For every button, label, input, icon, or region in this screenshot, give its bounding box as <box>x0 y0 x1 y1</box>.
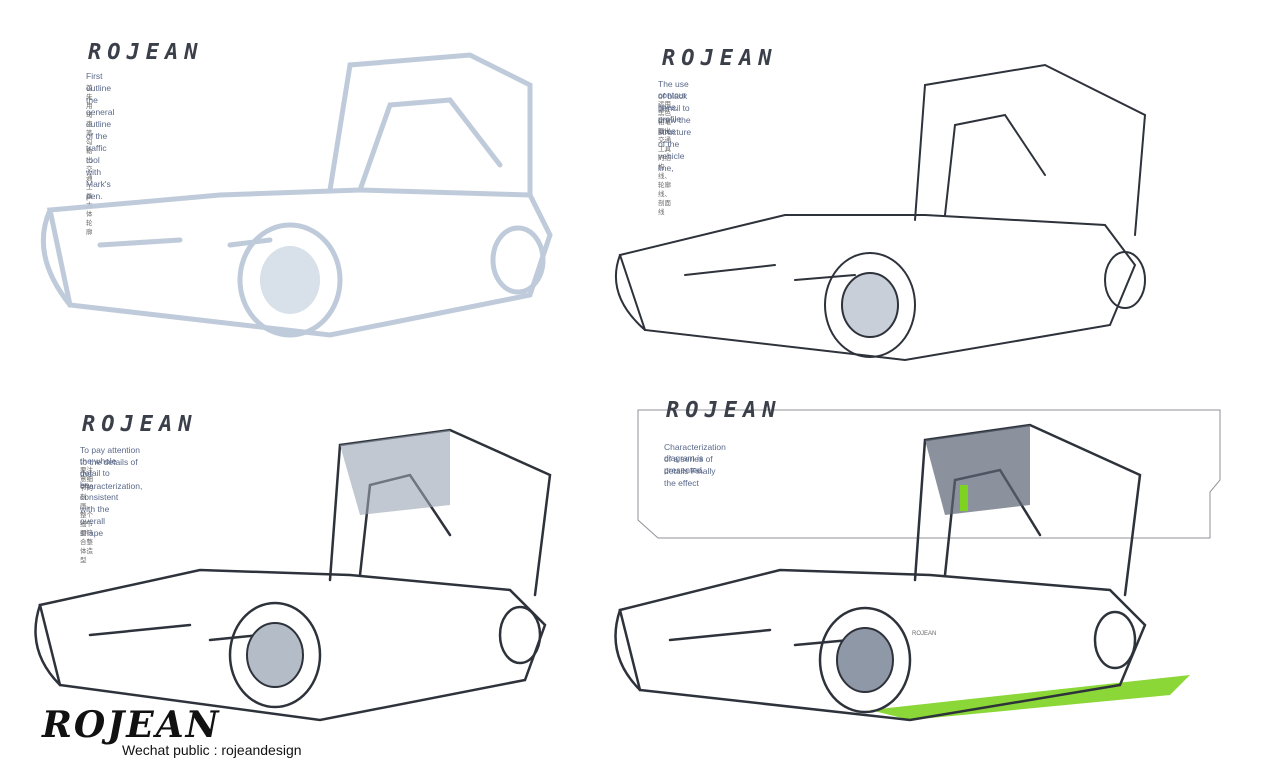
panel-3-caption-line-1: To pay attention to the details of the c… <box>80 445 143 491</box>
panel-4-caption-line-2: diagram is presented. <box>664 453 705 475</box>
sketch-truck-details <box>34 428 552 722</box>
panel-3-caption-cn: 要注意细节的刻画，整个细节要符合整体造型 <box>80 467 93 564</box>
panel-4-logo: ROJEAN <box>666 398 782 423</box>
sketch-truck-lines <box>614 63 1147 362</box>
panel-4-caption-line-1: Characterization of a series of details … <box>664 442 726 488</box>
caption-frame <box>637 409 1221 539</box>
panel-2-caption-line-1: The use of black pencil to draw the stru… <box>658 79 692 173</box>
sketch-truck-outline <box>40 52 553 338</box>
panel-2-caption-line-2: contour lines, profile lines <box>658 90 687 136</box>
panel-1-caption: First outline the general outline of the… <box>86 71 115 201</box>
panel-2-logo: ROJEAN <box>662 46 778 71</box>
footer-logo: ROJEAN <box>42 704 221 746</box>
footer-wechat: Wechat public : rojeandesign <box>122 742 302 758</box>
truck-badge-text: ROJEAN <box>912 631 937 637</box>
panel-1-logo: ROJEAN <box>88 40 204 65</box>
panel-3-caption-line-2: the whole detail to be consistent with t… <box>80 456 119 538</box>
panel-3-logo: ROJEAN <box>82 412 198 437</box>
sketch-truck-final <box>614 423 1190 722</box>
cab-accent-green <box>960 485 968 511</box>
ground-shadow-green <box>870 675 1190 720</box>
panel-2-caption-cn: 运用黑色铅笔画出交通工具的结构线、轮廓线、剖面线 <box>658 101 671 216</box>
